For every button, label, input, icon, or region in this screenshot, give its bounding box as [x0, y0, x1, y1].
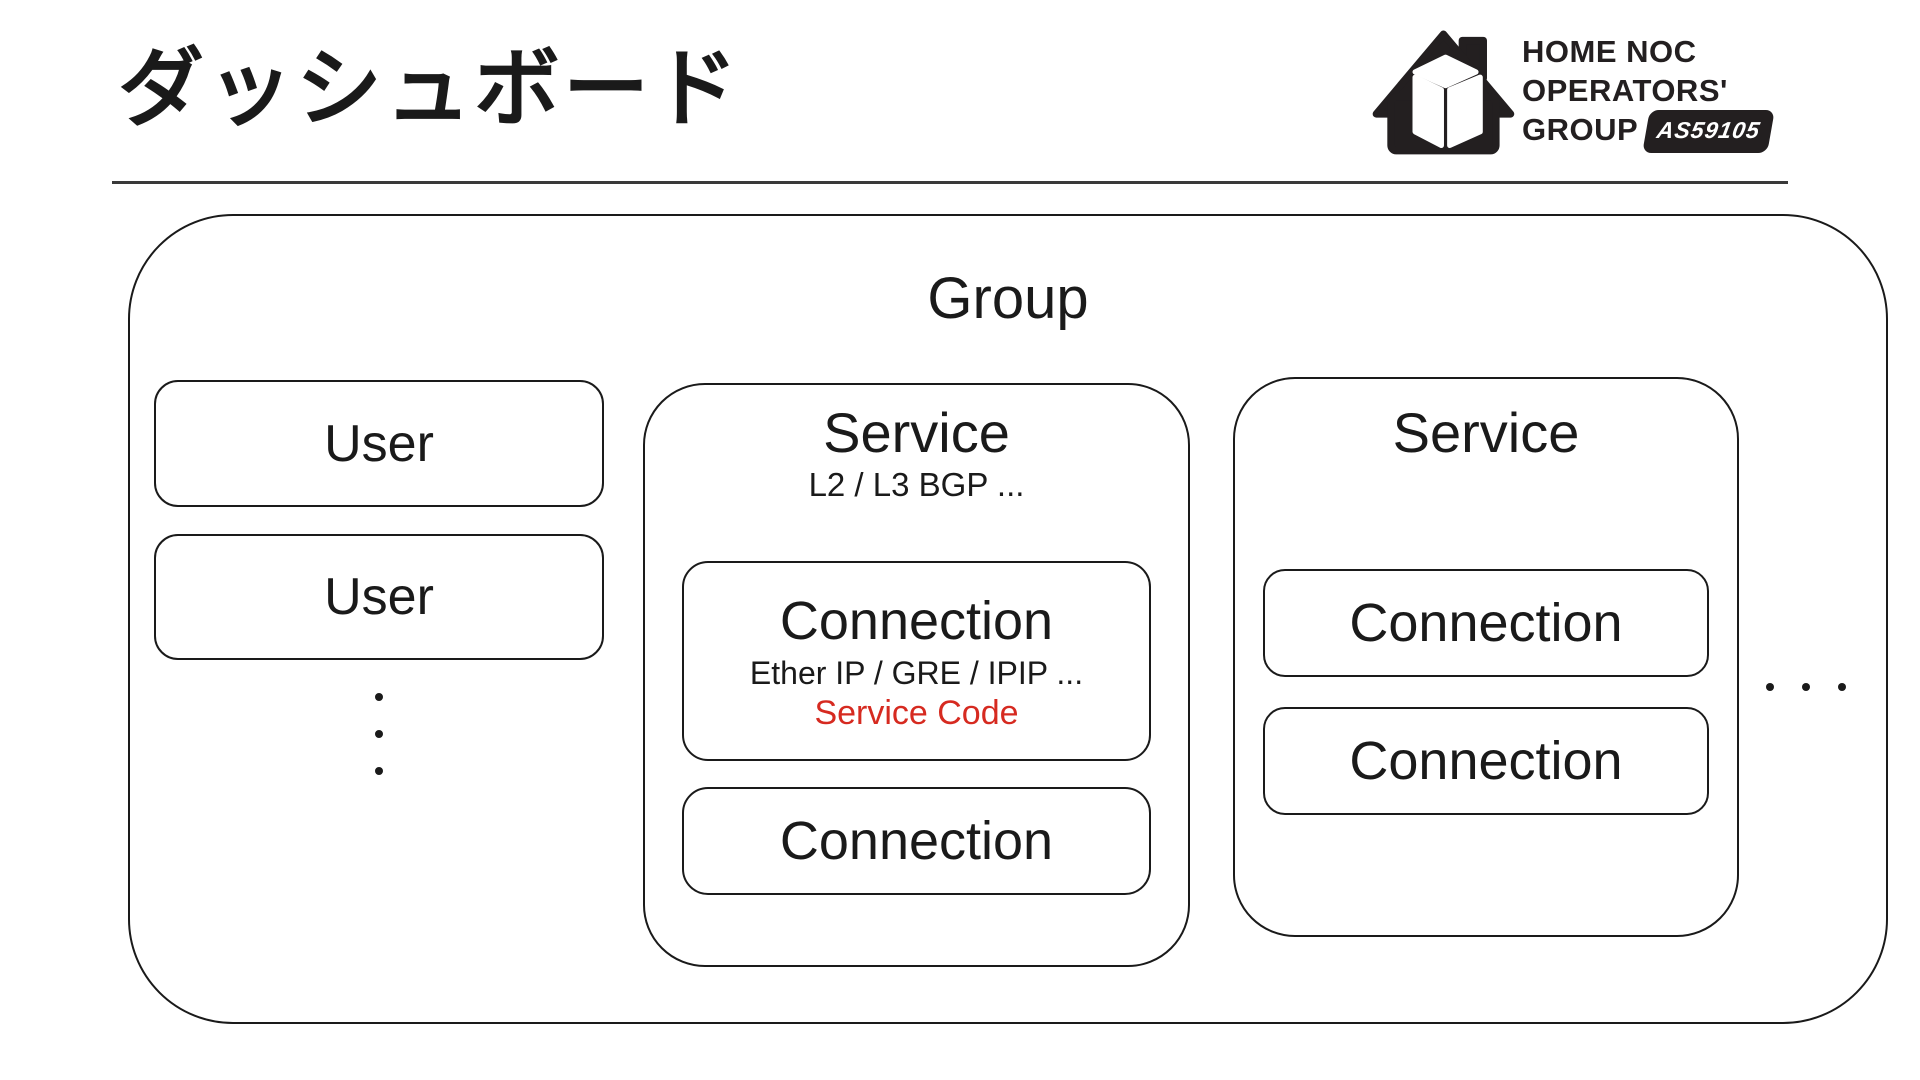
- connection-label: Connection: [1349, 731, 1623, 791]
- user-box: User: [154, 380, 604, 507]
- connection-label: Connection: [779, 591, 1054, 651]
- page-title: ダッシュボード: [118, 41, 741, 137]
- group-label: Group: [927, 266, 1089, 331]
- service-box: Service Connection Connection: [1233, 377, 1739, 937]
- connection-subtitle: Ether IP / GRE / IPIP ...: [749, 655, 1084, 691]
- connection-label: Connection: [779, 811, 1054, 871]
- service-label: Service: [823, 401, 1010, 464]
- logo-group-word: GROUP: [1522, 112, 1639, 147]
- connection-box: Connection: [1263, 569, 1709, 677]
- logo-line-1: HOME NOC: [1522, 34, 1697, 69]
- connection-label: Connection: [1349, 593, 1623, 653]
- connection-box: Connection: [1263, 707, 1709, 815]
- service-subtitle: L2 / L3 BGP ...: [808, 466, 1025, 503]
- service-code-note: Service Code: [814, 694, 1019, 732]
- group-box: Group User User Service L2 / L3 BGP ... …: [128, 214, 1888, 1024]
- logo-line-2: OPERATORS': [1522, 73, 1728, 108]
- as-number-badge: AS59105: [1642, 110, 1775, 153]
- user-label: User: [324, 568, 434, 626]
- title-underline: [112, 181, 1788, 184]
- user-box: User: [154, 534, 604, 660]
- connection-box: Connection Ether IP / GRE / IPIP ... Ser…: [682, 561, 1151, 761]
- service-box: Service L2 / L3 BGP ... Connection Ether…: [643, 383, 1190, 967]
- connection-box: Connection: [682, 787, 1151, 895]
- horizontal-ellipsis-icon: [1766, 683, 1846, 691]
- vertical-ellipsis-icon: [375, 693, 383, 775]
- house-with-package-box-icon: [1372, 30, 1515, 155]
- user-label: User: [324, 414, 434, 473]
- service-label: Service: [1392, 401, 1580, 464]
